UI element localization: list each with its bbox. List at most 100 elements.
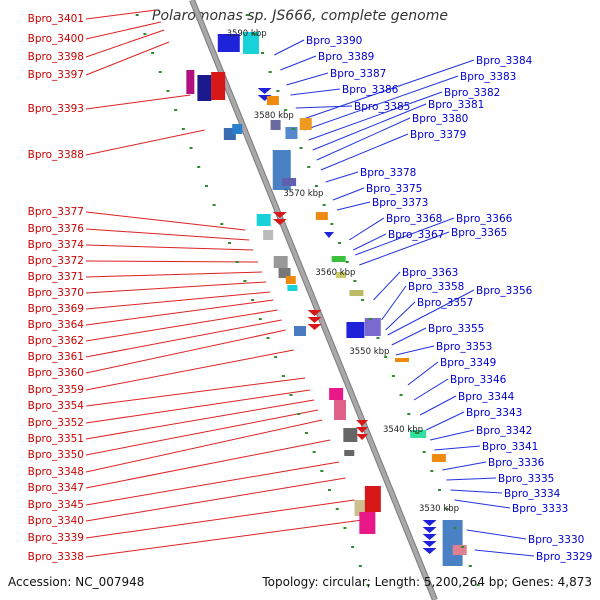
callout-line-right	[434, 445, 481, 451]
tick-mark	[351, 546, 355, 548]
gene-label-left[interactable]: Bpro_3338	[28, 551, 84, 563]
gene-label-right[interactable]: Bpro_3333	[512, 503, 568, 515]
gene-label-right[interactable]: Bpro_3356	[476, 285, 533, 297]
tick-mark	[314, 185, 318, 187]
gene-label-left[interactable]: Bpro_3371	[28, 271, 84, 283]
callout-line-right	[446, 477, 497, 481]
gene-label-left[interactable]: Bpro_3345	[28, 499, 84, 511]
gene-label-right[interactable]: Bpro_3358	[408, 281, 464, 293]
gene-label-right[interactable]: Bpro_3384	[476, 55, 533, 67]
gene-label-right[interactable]: Bpro_3334	[504, 488, 561, 500]
gene-label-right[interactable]: Bpro_3385	[354, 101, 410, 113]
gene-label-right[interactable]: Bpro_3383	[460, 71, 516, 83]
gene-label-right[interactable]: Bpro_3357	[417, 297, 473, 309]
gene-label-right[interactable]: Bpro_3363	[402, 267, 458, 279]
gene-label-right[interactable]: Bpro_3381	[428, 99, 484, 111]
gene-label-left[interactable]: Bpro_3393	[28, 103, 84, 115]
gene-label-left[interactable]: Bpro_3400	[28, 33, 84, 45]
gene-label-left[interactable]: Bpro_3398	[28, 51, 84, 63]
gene-label-right[interactable]: Bpro_3344	[458, 391, 515, 403]
gene-label-left[interactable]: Bpro_3354	[28, 400, 85, 412]
gene-arrow	[356, 427, 369, 433]
callout-line-left	[85, 329, 286, 374]
gene-label-right[interactable]: Bpro_3373	[372, 197, 428, 209]
gene-label-right[interactable]: Bpro_3349	[440, 357, 496, 369]
gene-label-right[interactable]: Bpro_3343	[466, 407, 522, 419]
callout-line-left	[85, 29, 165, 58]
gene-label-left[interactable]: Bpro_3361	[28, 351, 84, 363]
tick-mark	[414, 432, 418, 434]
tick-mark	[261, 52, 265, 54]
callout-line-right	[320, 133, 409, 171]
gene-label-right[interactable]: Bpro_3335	[498, 473, 554, 485]
tick-mark	[453, 527, 457, 529]
gene-block	[329, 388, 344, 400]
gene-label-left[interactable]: Bpro_3351	[28, 433, 84, 445]
gene-label-left[interactable]: Bpro_3360	[28, 367, 84, 379]
gene-block	[315, 212, 328, 220]
gene-label-left[interactable]: Bpro_3370	[28, 287, 84, 299]
tick-mark	[376, 337, 380, 339]
gene-label-right[interactable]: Bpro_3389	[318, 51, 374, 63]
gene-label-left[interactable]: Bpro_3376	[28, 223, 85, 235]
callout-line-right	[425, 411, 465, 431]
gene-label-right[interactable]: Bpro_3365	[451, 227, 507, 239]
gene-label-right[interactable]: Bpro_3367	[388, 229, 444, 241]
gene-label-right[interactable]: Bpro_3346	[450, 374, 507, 386]
gene-label-left[interactable]: Bpro_3397	[28, 69, 84, 81]
gene-label-left[interactable]: Bpro_3339	[28, 532, 84, 544]
gene-label-left[interactable]: Bpro_3372	[28, 255, 84, 267]
kbp-marker: 3580 kbp	[254, 111, 294, 121]
gene-label-right[interactable]: Bpro_3368	[386, 213, 442, 225]
gene-label-left[interactable]: Bpro_3348	[28, 466, 84, 478]
gene-label-right[interactable]: Bpro_3387	[330, 68, 386, 80]
tick-mark	[312, 451, 316, 453]
gene-label-left[interactable]: Bpro_3369	[28, 303, 84, 315]
position-ticks	[135, 14, 480, 586]
gene-label-right[interactable]: Bpro_3336	[488, 457, 545, 469]
gene-label-right[interactable]: Bpro_3390	[306, 35, 362, 47]
gene-label-right[interactable]: Bpro_3341	[482, 441, 538, 453]
callout-line-right	[280, 55, 317, 71]
callout-line-left	[85, 499, 355, 539]
gene-label-left[interactable]: Bpro_3388	[28, 149, 84, 161]
gene-label-left[interactable]: Bpro_3377	[28, 206, 84, 218]
tick-mark	[243, 280, 247, 282]
gene-label-left[interactable]: Bpro_3362	[28, 335, 84, 347]
genome-title: Polaromonas sp. JS666, complete genome	[152, 8, 448, 24]
gene-label-left[interactable]: Bpro_3359	[28, 384, 84, 396]
gene-label-left[interactable]: Bpro_3401	[28, 13, 84, 25]
gene-label-right[interactable]: Bpro_3342	[476, 425, 532, 437]
gene-label-right[interactable]: Bpro_3366	[456, 213, 513, 225]
gene-label-right[interactable]: Bpro_3386	[342, 84, 399, 96]
gene-label-right[interactable]: Bpro_3330	[528, 534, 584, 546]
accession-text: Accession: NC_007948	[8, 575, 145, 589]
gene-block	[232, 124, 243, 134]
gene-label-left[interactable]: Bpro_3364	[28, 319, 85, 331]
gene-label-right[interactable]: Bpro_3378	[360, 167, 416, 179]
tick-mark	[212, 204, 216, 206]
tick-mark	[181, 128, 185, 130]
gene-label-right[interactable]: Bpro_3329	[536, 551, 592, 563]
gene-arrow	[422, 541, 437, 547]
gene-label-left[interactable]: Bpro_3350	[28, 449, 84, 461]
gene-label-left[interactable]: Bpro_3347	[28, 482, 84, 494]
gene-label-right[interactable]: Bpro_3380	[412, 113, 468, 125]
callout-line-left	[85, 228, 250, 241]
gene-label-right[interactable]: Bpro_3353	[436, 341, 492, 353]
tick-mark	[345, 261, 349, 263]
gene-labels[interactable]: Bpro_3401Bpro_3400Bpro_3398Bpro_3397Bpro…	[28, 13, 593, 563]
gene-block	[263, 230, 274, 240]
gene-label-left[interactable]: Bpro_3340	[28, 515, 84, 527]
gene-label-right[interactable]: Bpro_3375	[366, 183, 422, 195]
gene-arrow	[257, 88, 272, 94]
gene-label-right[interactable]: Bpro_3379	[410, 129, 466, 141]
gene-label-right[interactable]: Bpro_3382	[444, 87, 500, 99]
tick-mark	[235, 261, 239, 263]
callout-line-left	[85, 21, 162, 40]
callout-line-left	[85, 439, 331, 489]
gene-label-right[interactable]: Bpro_3355	[428, 323, 484, 335]
gene-label-left[interactable]: Bpro_3374	[28, 239, 85, 251]
tick-mark	[384, 356, 388, 358]
gene-label-left[interactable]: Bpro_3352	[28, 417, 84, 429]
